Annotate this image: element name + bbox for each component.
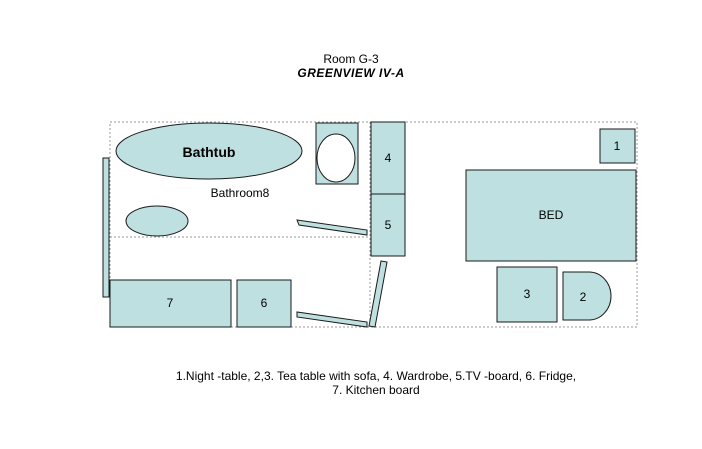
tv-board — [370, 193, 406, 257]
kitchen-board — [109, 279, 232, 328]
tea-table — [562, 271, 612, 321]
entry-panel — [102, 157, 110, 298]
room-door-leaf — [368, 260, 388, 328]
item-1-label: 1 — [614, 139, 621, 153]
room-title: Room G-3 — [323, 52, 379, 66]
bed-label: BED — [539, 208, 564, 222]
fridge — [236, 279, 292, 328]
bathroom-label: Bathroom8 — [211, 186, 270, 200]
sink-shape — [125, 205, 189, 237]
bathtub-label: Bathtub — [183, 144, 236, 160]
bathroom-door — [296, 219, 368, 236]
item-3-label: 3 — [524, 287, 531, 301]
bathtub-shape — [115, 122, 303, 180]
bed — [465, 169, 637, 262]
main-door-leaf — [296, 311, 368, 328]
legend-line-1: 1.Night -table, 2,3. Tea table with sofa… — [175, 369, 577, 383]
sofa — [496, 266, 558, 323]
item-7-label: 7 — [167, 296, 174, 310]
item-4-label: 4 — [385, 151, 392, 165]
item-6-label: 6 — [261, 296, 268, 310]
outer-wall — [109, 121, 638, 328]
toilet-bowl — [316, 133, 356, 183]
night-table — [599, 128, 636, 164]
legend-line-2: 7. Kitchen board — [332, 383, 420, 397]
wardrobe — [370, 121, 406, 195]
building-name: GREENVIEW IV-A — [297, 66, 405, 80]
item-5-label: 5 — [385, 218, 392, 232]
item-2-label: 2 — [580, 290, 587, 304]
